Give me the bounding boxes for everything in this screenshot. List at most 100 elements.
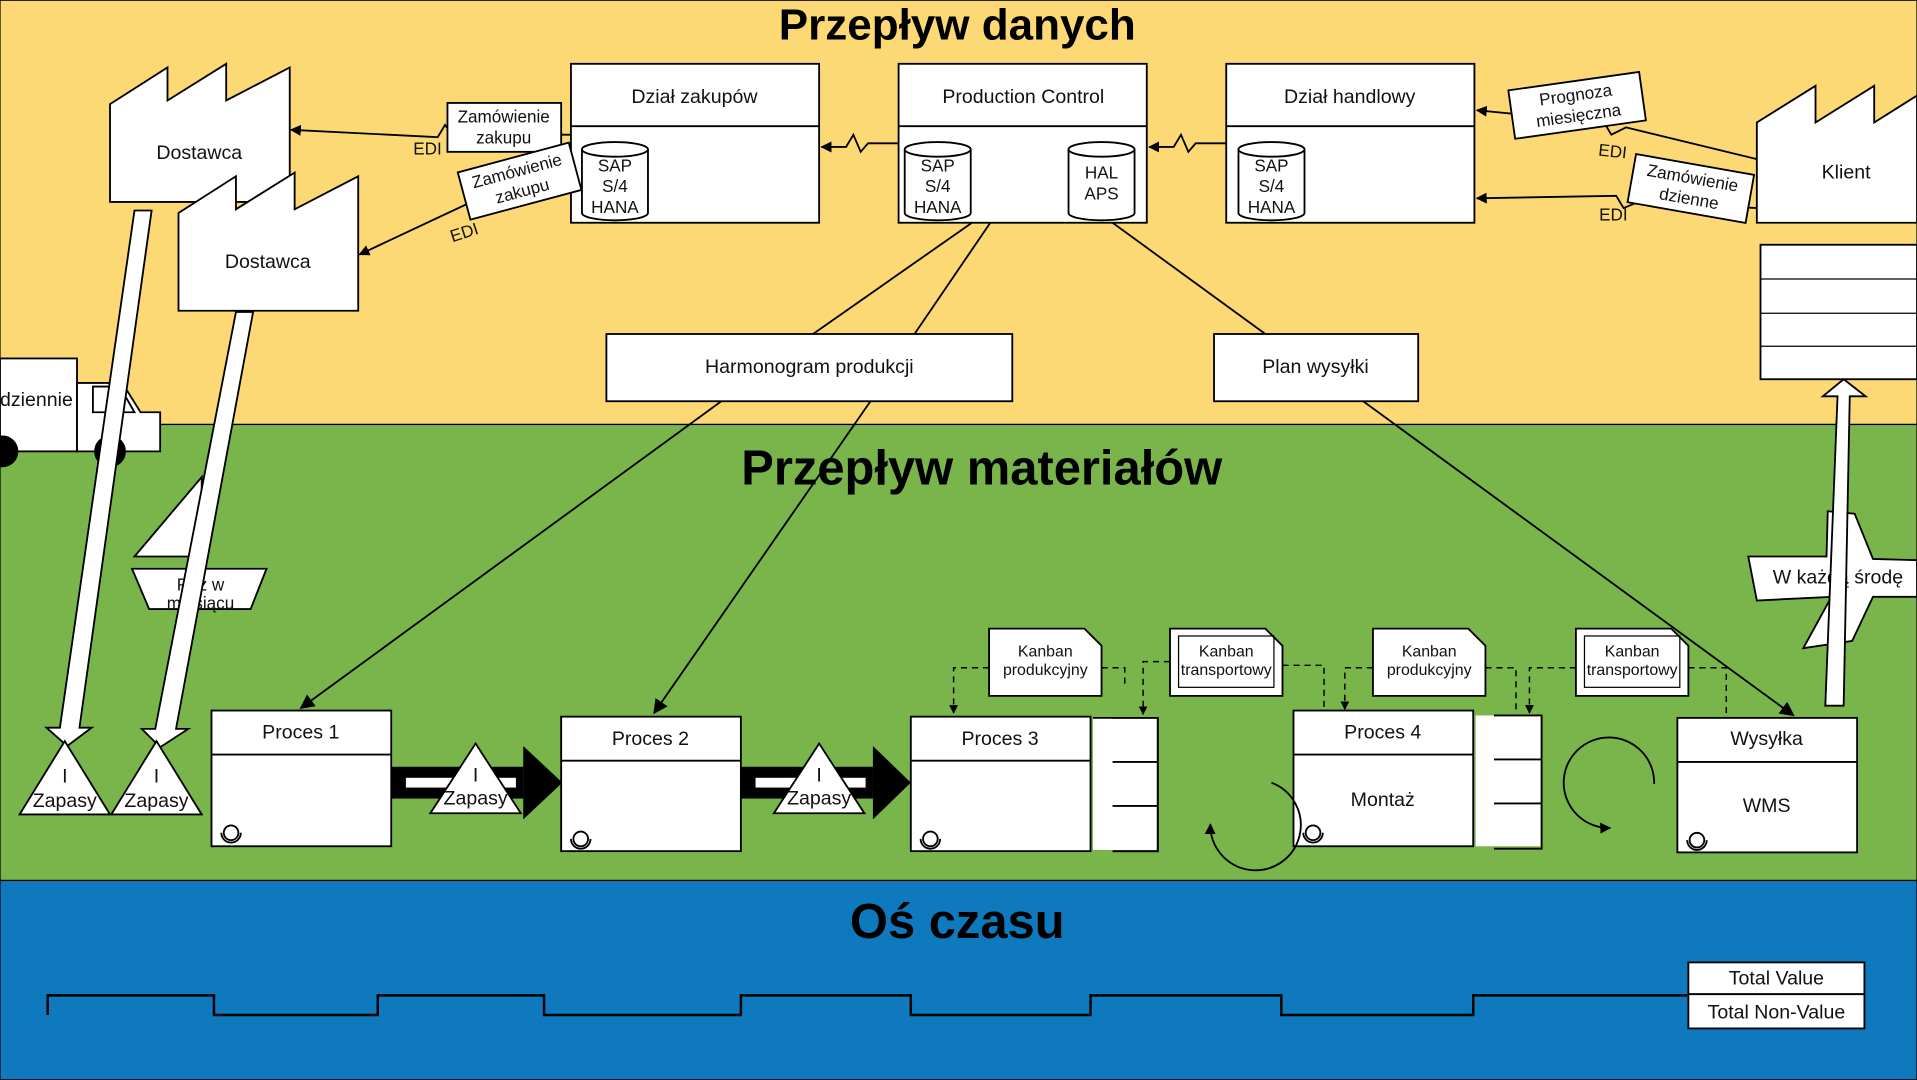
shipment-arrow-customer [1820,378,1869,707]
timeline-band [0,879,1917,1080]
schedule-line [1112,222,1266,335]
customer-label: Klient [1822,162,1871,184]
sales-db-line3: HANA [1248,198,1296,217]
sales-department: Dział handlowy SAP S/4 HANA [1225,62,1476,224]
kanban-loop-icon [1562,736,1656,834]
purchasing-department: Dział zakupów SAP S/4 HANA [570,62,821,224]
operator-icon [1302,824,1324,844]
inventory-label: Zapasy [444,788,508,810]
production-control-title: Production Control [942,86,1104,108]
schedule-to-process-1-arrow [299,400,722,709]
operator-icon [220,824,242,844]
data-flow-title: Przepływ danych [779,0,1136,49]
shipping-plan-label: Plan wysyłki [1262,356,1368,378]
operator-icon [570,830,592,850]
kanban-loop-icon [1204,781,1302,872]
kanban-line1: Kanban [1402,644,1457,661]
shipping-body: WMS [1743,795,1791,817]
inventory-symbol: I [62,766,67,788]
kanban-line1: Kanban [1199,644,1254,661]
kanban-line2: transportowy [1587,662,1678,679]
database-icon [1237,141,1306,222]
process-box-2: Proces 2 [560,715,742,853]
inventory-symbol: I [473,764,478,786]
pc-db1-line1: SAP [921,156,955,175]
supermarket-icon [1092,716,1159,853]
purchase-order-1-line2: zakupu [476,128,531,147]
production-schedule-box: Harmonogram produkcji [605,333,1014,403]
truck-frequency-label: dziennie [0,389,73,411]
timeline-legend: Total Value Total Non-Value [1687,961,1866,1030]
sales-department-title: Dział handlowy [1284,86,1416,108]
purchasing-department-title: Dział zakupów [631,86,758,108]
supplier-label-1: Dostawca [156,142,242,164]
database-icon [581,141,649,222]
process-box-1: Proces 1 [210,709,393,848]
operator-icon [919,830,942,850]
purchase-order-note-1: Zamówienie zakupu [446,102,563,153]
inventory-symbol: I [816,764,821,786]
process-title: Proces 2 [612,728,689,750]
production-kanban-card: Kanban produkcyjny [988,627,1103,697]
production-kanban-card: Kanban produkcyjny [1372,627,1487,697]
inventory-label: Zapasy [124,790,188,812]
inventory-label: Zapasy [787,788,851,810]
kanban-line1: Kanban [1018,644,1073,661]
schedule-line [913,222,992,335]
inventory-symbol: I [154,766,159,788]
inventory-label: Zapasy [33,790,97,812]
production-schedule-label: Harmonogram produkcji [705,356,914,378]
kanban-signal-lines [949,660,1728,717]
database-icon [1067,141,1136,222]
total-value-label: Total Value [1729,967,1824,989]
shipping-title: Wysyłka [1730,728,1803,750]
timeline-ladder [46,994,1688,1017]
daily-order-note: Zamówienie dzienne [1626,152,1756,225]
process-title: Proces 4 [1344,722,1421,744]
pc-db2-line1: HAL [1085,164,1118,183]
shipping-plan-box: Plan wysyłki [1213,333,1420,403]
purchasing-db-line3: HANA [591,198,639,217]
sales-db-line1: SAP [1254,156,1288,175]
customer-data-box [1759,243,1917,381]
inventory-icon: I Zapasy [772,741,867,815]
edi-label: EDI [413,139,442,158]
schedule-to-process-2-arrow [653,400,872,715]
kanban-line2: transportowy [1181,662,1272,679]
schedule-line [812,221,973,335]
supermarket-icon [1475,714,1543,850]
edi-label: EDI [1597,141,1627,163]
shipping-plan-to-shipping-arrow [1362,400,1795,717]
inventory-icon: I Zapasy [428,741,523,815]
process-body: Montaż [1351,789,1415,811]
kanban-line2: produkcyjny [1387,662,1472,679]
supplier-factory-icon-2: Dostawca [177,170,360,312]
pc-db1-line3: HANA [914,198,962,217]
shipment-arrow-1 [44,209,153,748]
timeline-title: Oś czasu [850,895,1065,949]
electronic-flow-arrow [820,132,899,154]
forecast-note: Prognoza miesięczna [1507,70,1647,140]
edi-label: EDI [1599,205,1628,224]
process-title: Proces 3 [961,728,1038,750]
supplier-factory-icon-1: Dostawca [109,62,291,203]
supplier-label-2: Dostawca [225,251,311,273]
pc-db2-line2: APS [1084,185,1118,204]
shipment-arrow-2 [139,311,255,749]
purchase-order-1-line1: Zamówienie [458,107,550,126]
transport-kanban-card: Kanban transportowy [1574,627,1690,697]
purchasing-db-line1: SAP [598,156,632,175]
inventory-icon: I Zapasy [17,739,112,816]
sales-db-line2: S/4 [1259,177,1285,196]
total-non-value-label: Total Non-Value [1708,1002,1846,1024]
database-icon [903,141,972,222]
pc-db1-line2: S/4 [925,177,951,196]
process-box-3: Proces 3 [909,715,1092,853]
transport-kanban-card: Kanban transportowy [1169,627,1284,697]
customer-factory-icon: Klient [1755,84,1917,224]
operator-icon [1686,831,1708,851]
process-title: Proces 1 [262,722,339,744]
purchase-order-note-2: Zamówienie zakupu [456,141,583,221]
shipping-box: Wysyłka WMS [1676,716,1859,854]
